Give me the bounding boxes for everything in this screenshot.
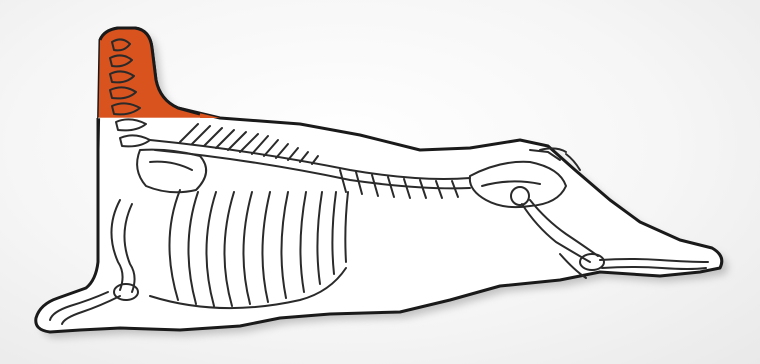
highlighted-neck-cut xyxy=(60,20,220,118)
